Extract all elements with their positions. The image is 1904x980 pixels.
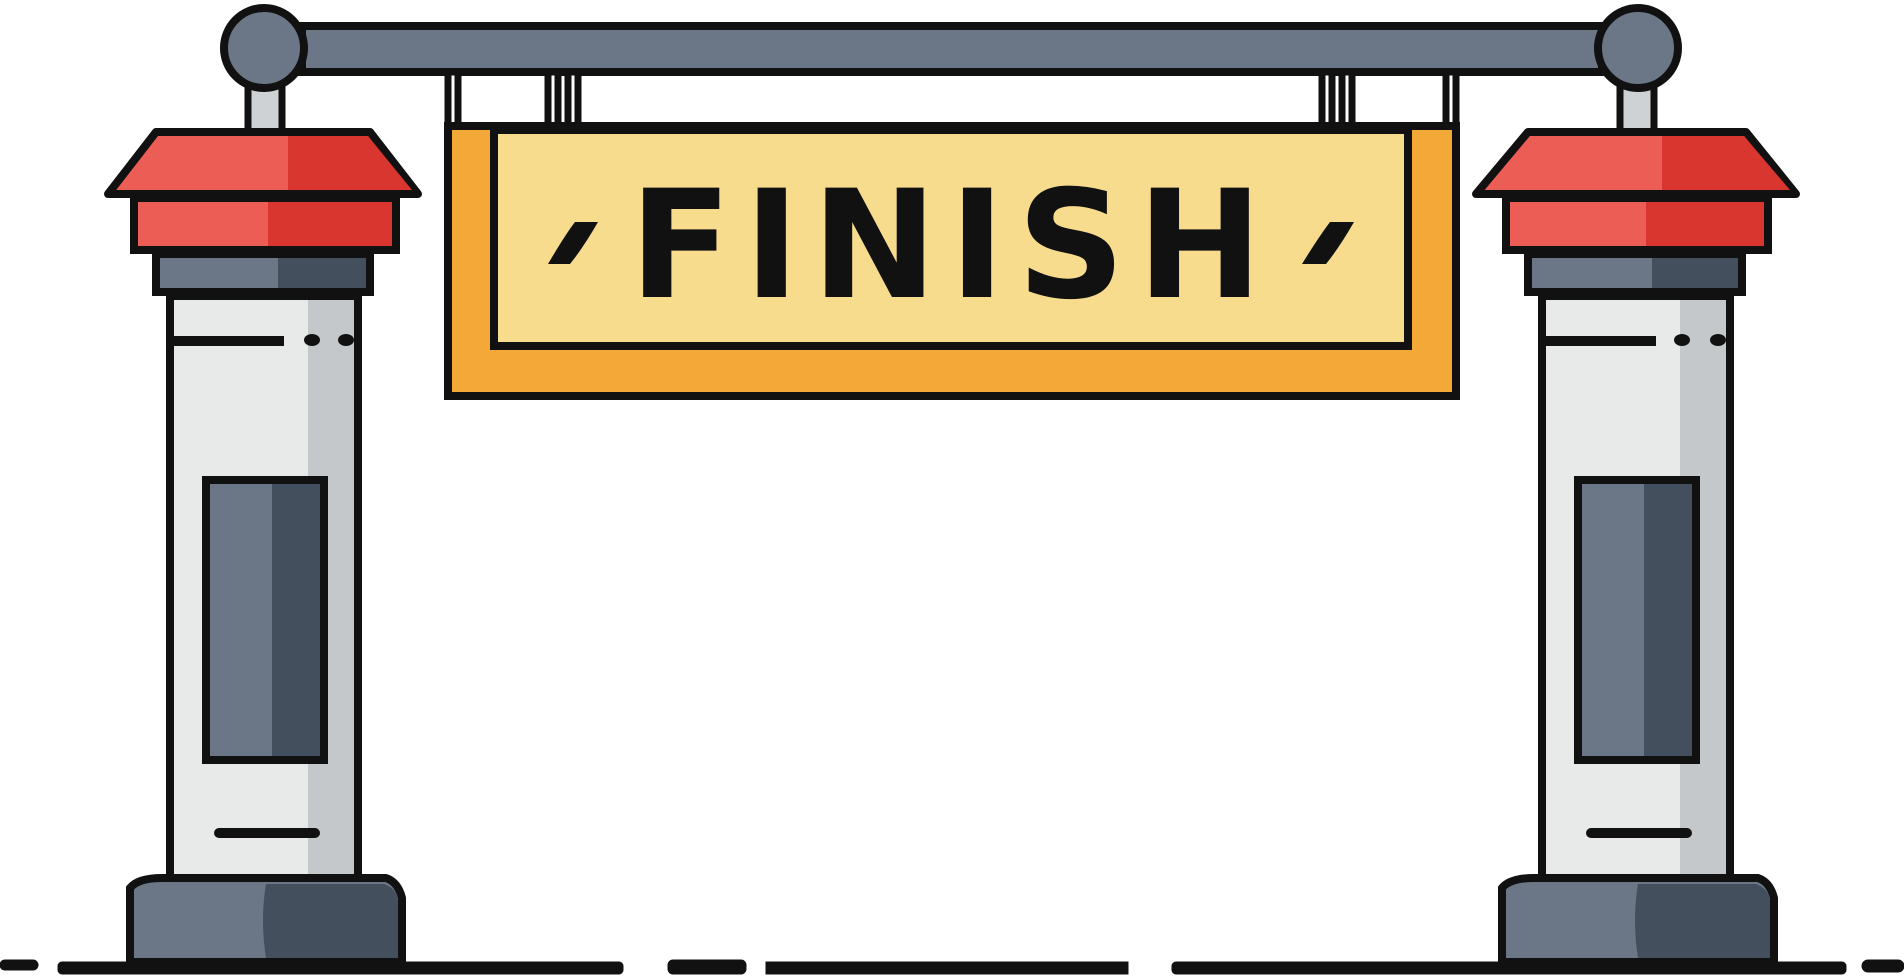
right-bar-end-knob <box>1594 4 1682 92</box>
left-pillar <box>104 4 422 966</box>
right-pillar <box>1472 4 1800 966</box>
sign-panel <box>490 126 1412 350</box>
left-accent-mark <box>548 222 598 264</box>
right-pole-stem <box>1616 82 1658 138</box>
banner-text: FINISH <box>629 159 1274 333</box>
left-bar-end-knob <box>220 4 308 92</box>
right-accent-mark <box>1302 222 1354 264</box>
finish-sign: FINISH <box>444 122 1460 400</box>
left-pole-stem <box>244 82 286 138</box>
top-crossbar <box>298 22 1606 76</box>
banner-straps <box>444 68 1460 130</box>
